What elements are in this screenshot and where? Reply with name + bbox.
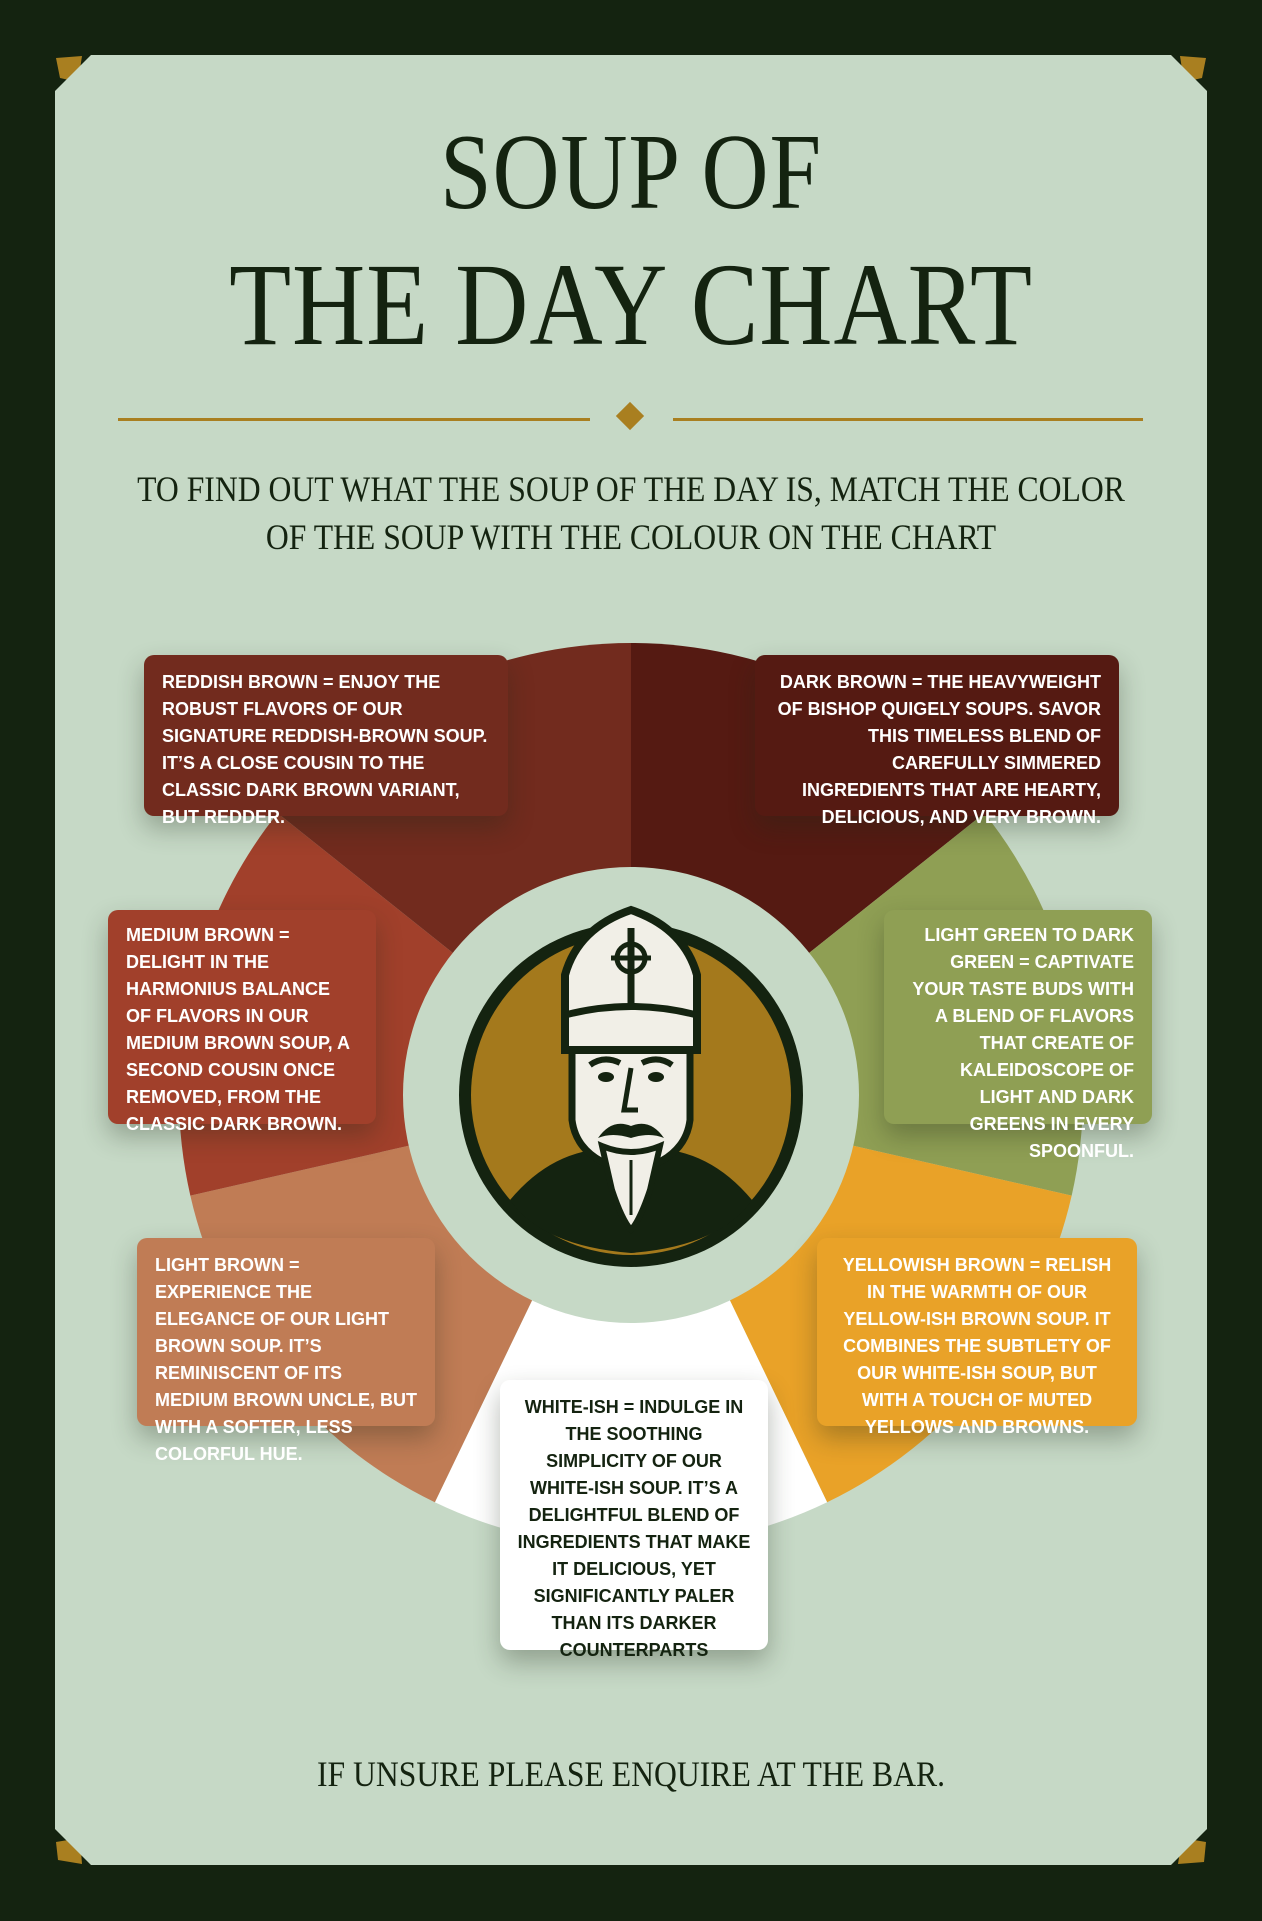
legend-card-medium-brown: MEDIUM BROWN = DELIGHT IN THE HARMONIUS … (108, 910, 376, 1134)
legend-card-light-brown: LIGHT BROWN = EXPERIENCE THE ELEGANCE OF… (137, 1238, 435, 1464)
legend-text-yellowish-brown: YELLOWISH BROWN = RELISH IN THE WARMTH O… (842, 1255, 1112, 1437)
legend-card-dark-brown: DARK BROWN = THE HEAVYWEIGHT OF BISHOP Q… (755, 655, 1119, 827)
legend-text-light-brown: LIGHT BROWN = EXPERIENCE THE ELEGANCE OF… (155, 1255, 417, 1464)
page-title-line-1: SOUP OF (439, 113, 822, 232)
page-title-line-2: THE DAY CHART (229, 239, 1033, 370)
legend-card-green: LIGHT GREEN TO DARK GREEN = CAPTIVATE YO… (884, 910, 1152, 1161)
footer-note: IF UNSURE PLEASE ENQUIRE AT THE BAR. (316, 1754, 946, 1794)
bishop-portrait-icon (459, 905, 803, 1267)
instructions-line-2: OF THE SOUP WITH THE COLOUR ON THE CHART (265, 517, 997, 557)
legend-card-yellowish-brown: YELLOWISH BROWN = RELISH IN THE WARMTH O… (817, 1238, 1137, 1437)
legend-text-reddish-brown: REDDISH BROWN = ENJOY THE ROBUST FLAVORS… (162, 672, 488, 827)
divider-left (118, 418, 590, 421)
legend-text-dark-brown: DARK BROWN = THE HEAVYWEIGHT OF BISHOP Q… (777, 672, 1101, 827)
legend-card-reddish-brown: REDDISH BROWN = ENJOY THE ROBUST FLAVORS… (144, 655, 508, 827)
legend-text-white-ish: WHITE-ISH = INDULGE IN THE SOOTHING SIMP… (517, 1397, 751, 1660)
legend-text-medium-brown: MEDIUM BROWN = DELIGHT IN THE HARMONIUS … (126, 925, 350, 1134)
instructions-line-1: TO FIND OUT WHAT THE SOUP OF THE DAY IS,… (137, 469, 1125, 509)
legend-card-white-ish: WHITE-ISH = INDULGE IN THE SOOTHING SIMP… (500, 1380, 768, 1660)
legend-text-green: LIGHT GREEN TO DARK GREEN = CAPTIVATE YO… (912, 925, 1134, 1161)
divider-right (673, 418, 1143, 421)
